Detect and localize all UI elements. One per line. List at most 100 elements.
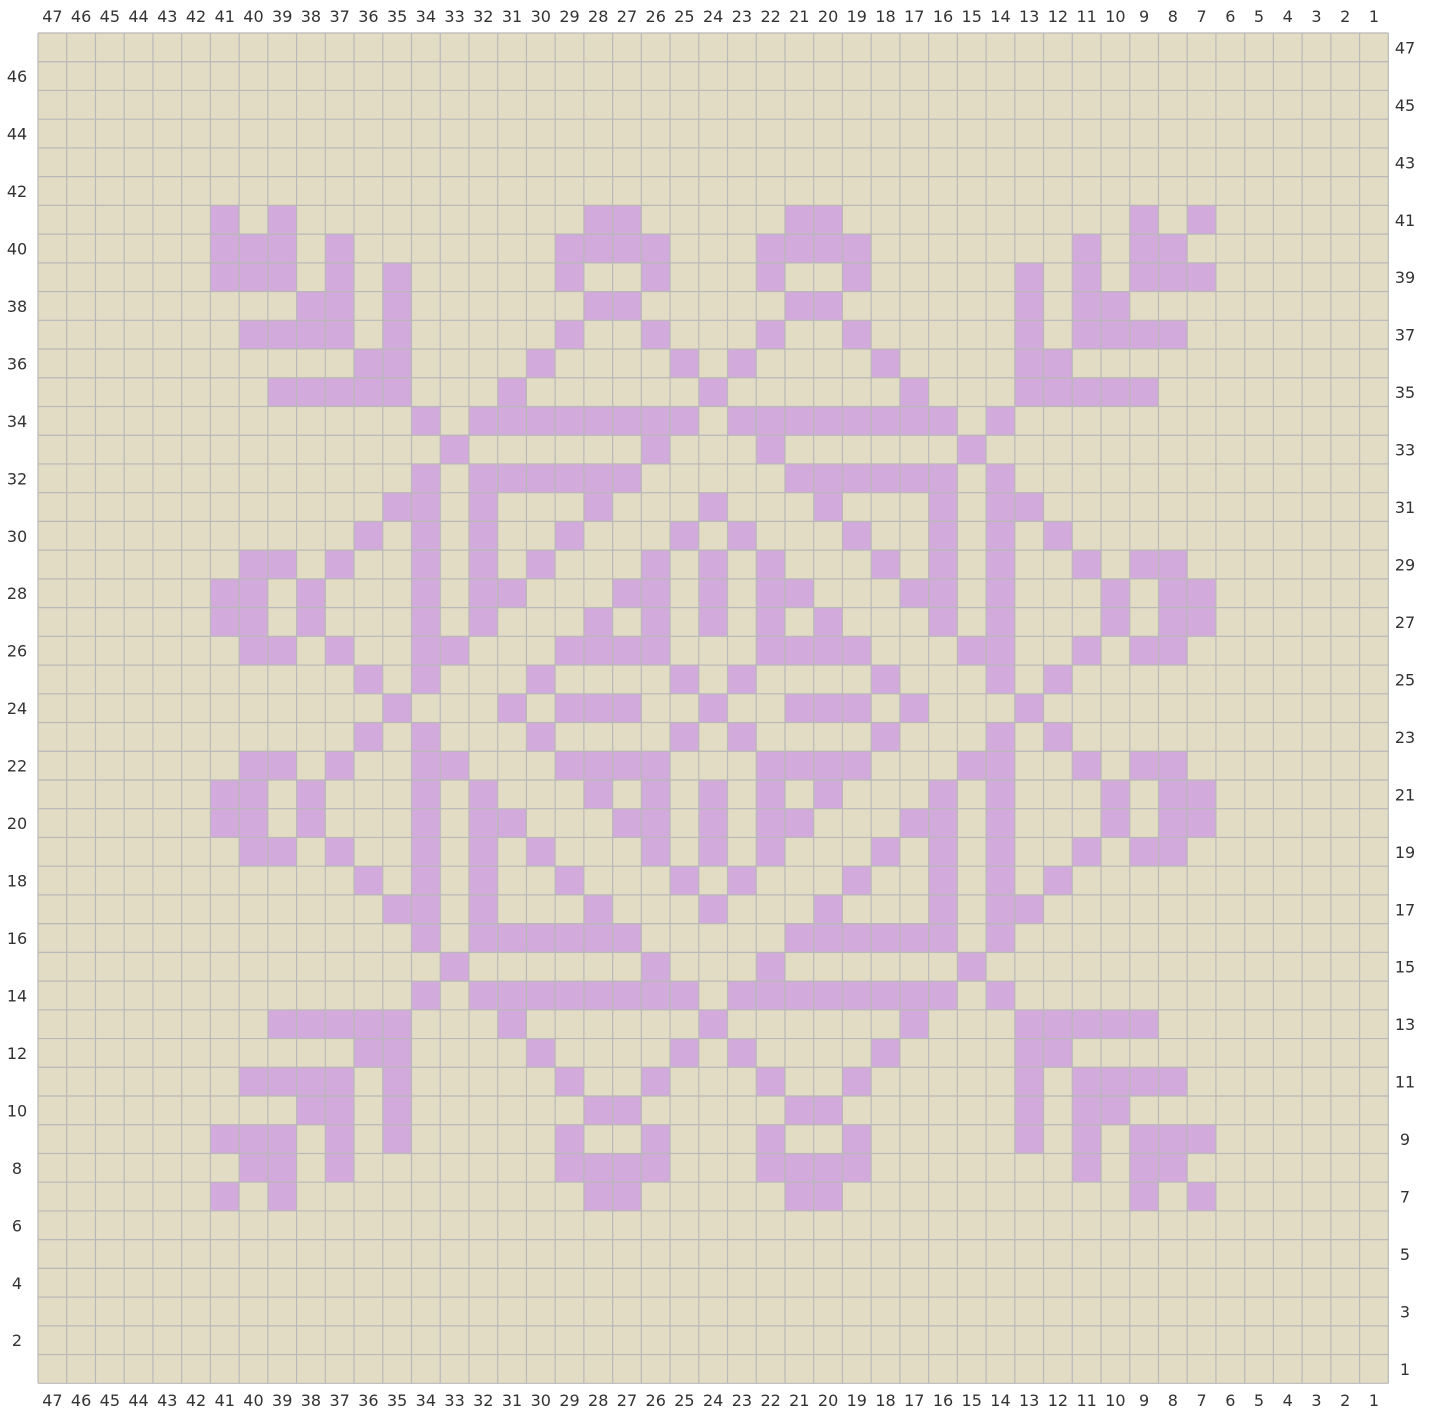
empty-cell [124,90,153,119]
empty-cell [1044,1067,1073,1096]
empty-cell [469,1125,498,1154]
stitch-cell [210,1182,239,1211]
empty-cell [411,349,440,378]
stitch-cell [871,406,900,435]
stitch-cell [584,1153,613,1182]
empty-cell [297,1153,326,1182]
stitch-cell [239,837,268,866]
empty-cell [1360,1268,1389,1297]
empty-cell [210,837,239,866]
empty-cell [900,521,929,550]
empty-cell [1187,378,1216,407]
empty-cell [1101,636,1130,665]
empty-cell [814,263,843,292]
empty-cell [555,177,584,206]
empty-cell [153,723,182,752]
empty-cell [67,349,96,378]
empty-cell [38,177,67,206]
empty-cell [957,981,986,1010]
stitch-cell [1101,579,1130,608]
empty-cell [182,550,211,579]
stitch-cell [785,694,814,723]
empty-cell [182,809,211,838]
row-label-right: 31 [1395,498,1415,517]
stitch-cell [670,981,699,1010]
empty-cell [900,349,929,378]
empty-cell [153,1125,182,1154]
empty-cell [900,895,929,924]
column-label-bottom: 3 [1311,1391,1321,1410]
empty-cell [124,62,153,91]
empty-cell [210,751,239,780]
empty-cell [1158,90,1187,119]
empty-cell [728,1010,757,1039]
empty-cell [814,1039,843,1068]
empty-cell [728,493,757,522]
empty-cell [756,895,785,924]
empty-cell [613,665,642,694]
stitch-cell [584,924,613,953]
row-label-left: 22 [7,757,27,776]
empty-cell [1015,952,1044,981]
empty-cell [38,205,67,234]
stitch-cell [986,924,1015,953]
empty-cell [268,1268,297,1297]
stitch-cell [383,1125,412,1154]
empty-cell [584,1355,613,1384]
stitch-cell [699,895,728,924]
empty-cell [1216,1211,1245,1240]
row-label-left: 40 [7,239,27,258]
empty-cell [670,177,699,206]
empty-cell [411,205,440,234]
empty-cell [268,694,297,723]
empty-cell [1302,981,1331,1010]
empty-cell [785,378,814,407]
empty-cell [325,924,354,953]
empty-cell [814,349,843,378]
empty-cell [756,866,785,895]
empty-cell [182,579,211,608]
empty-cell [38,809,67,838]
empty-cell [1015,1297,1044,1326]
row-label-right: 19 [1395,843,1415,862]
stitch-cell [1015,1096,1044,1125]
stitch-cell [498,1010,527,1039]
empty-cell [38,119,67,148]
empty-cell [1187,119,1216,148]
column-label-bottom: 47 [42,1391,62,1410]
empty-cell [1331,636,1360,665]
empty-cell [182,866,211,895]
stitch-cell [785,579,814,608]
empty-cell [1245,895,1274,924]
empty-cell [440,263,469,292]
stitch-cell [1187,579,1216,608]
empty-cell [95,952,124,981]
empty-cell [153,981,182,1010]
empty-cell [555,90,584,119]
empty-cell [153,33,182,62]
empty-cell [756,1182,785,1211]
empty-cell [440,464,469,493]
empty-cell [67,292,96,321]
empty-cell [814,1125,843,1154]
empty-cell [354,234,383,263]
empty-cell [124,924,153,953]
empty-cell [1158,1240,1187,1269]
empty-cell [900,33,929,62]
empty-cell [67,924,96,953]
empty-cell [1216,636,1245,665]
empty-cell [728,780,757,809]
empty-cell [1273,780,1302,809]
empty-cell [641,1326,670,1355]
empty-cell [756,1096,785,1125]
empty-cell [411,1240,440,1269]
empty-cell [871,866,900,895]
empty-cell [756,924,785,953]
empty-cell [1245,924,1274,953]
empty-cell [1101,205,1130,234]
empty-cell [929,1297,958,1326]
empty-cell [814,521,843,550]
column-label-top: 25 [674,7,694,26]
stitch-cell [498,809,527,838]
empty-cell [1187,1010,1216,1039]
